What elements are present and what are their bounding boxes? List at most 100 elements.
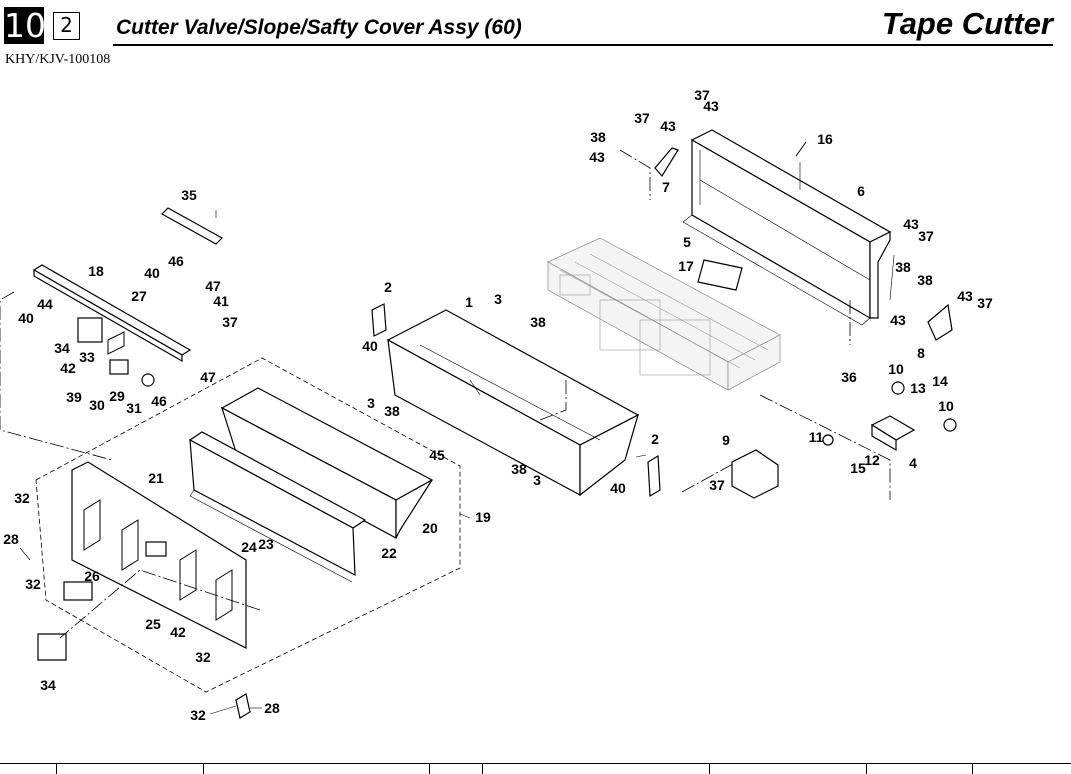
part-label-27: 27	[131, 288, 147, 304]
assembly-19-outline	[35, 357, 461, 693]
part-label-34: 34	[40, 677, 56, 693]
part-label-37: 37	[918, 228, 934, 244]
part-label-3: 3	[367, 395, 375, 411]
cover-21-drawing	[37, 461, 247, 661]
part-label-16: 16	[817, 131, 833, 147]
part-label-44: 44	[37, 296, 53, 312]
part-label-19: 19	[475, 509, 491, 525]
part-label-38: 38	[895, 259, 911, 275]
part-label-31: 31	[126, 400, 142, 416]
part-label-6: 6	[857, 183, 865, 199]
bracket-8-drawing	[927, 303, 953, 341]
part-label-29: 29	[109, 388, 125, 404]
part-label-43: 43	[890, 312, 906, 328]
part-label-43: 43	[957, 288, 973, 304]
part-label-25: 25	[145, 616, 161, 632]
part-label-46: 46	[168, 253, 184, 269]
part-label-45: 45	[429, 447, 445, 463]
box-9-drawing	[731, 449, 779, 499]
trough-1-drawing	[371, 303, 661, 498]
part-label-47: 47	[205, 278, 221, 294]
part-label-32: 32	[14, 490, 30, 506]
part-label-11: 11	[809, 429, 824, 445]
safety-cover-drawing	[682, 129, 892, 326]
part-label-43: 43	[703, 98, 719, 114]
valve-4-drawing	[822, 381, 957, 452]
part-label-30: 30	[89, 397, 105, 413]
part-label-15: 15	[850, 460, 866, 476]
part-label-17: 17	[678, 258, 694, 274]
part-label-47: 47	[200, 369, 216, 385]
part-label-37: 37	[634, 110, 650, 126]
part-label-43: 43	[903, 216, 919, 232]
part-label-37: 37	[694, 87, 710, 103]
plate-35-drawing	[161, 207, 223, 245]
part-label-40: 40	[362, 338, 378, 354]
part-label-35: 35	[181, 187, 197, 203]
model-code: KHY/KJV-100108	[5, 52, 111, 67]
leader-lines	[19, 254, 895, 715]
part-label-42: 42	[60, 360, 76, 376]
part-label-36: 36	[841, 369, 857, 385]
part-label-40: 40	[144, 265, 160, 281]
center-lines	[0, 149, 891, 639]
part-label-32: 32	[195, 649, 211, 665]
part-label-2: 2	[384, 279, 392, 295]
part-label-37: 37	[977, 295, 993, 311]
slope-drawing	[188, 387, 434, 583]
plate-18-drawing	[32, 264, 192, 387]
part-label-41: 41	[213, 293, 229, 309]
part-label-5: 5	[683, 234, 691, 250]
part-label-22: 22	[381, 545, 397, 561]
bracket-28-drawing	[235, 693, 251, 719]
part-label-26: 26	[84, 568, 100, 584]
part-label-7: 7	[662, 179, 670, 195]
part-label-39: 39	[66, 389, 82, 405]
part-label-38: 38	[590, 129, 606, 145]
part-label-32: 32	[190, 707, 206, 723]
part-label-42: 42	[170, 624, 186, 640]
part-label-14: 14	[932, 373, 948, 389]
part-label-10: 10	[888, 361, 904, 377]
part-label-32: 32	[25, 576, 41, 592]
frame-unit-drawing	[547, 237, 781, 391]
part-label-46: 46	[151, 393, 167, 409]
part-label-4: 4	[909, 455, 917, 471]
part-label-3: 3	[494, 291, 502, 307]
section-title: Tape Cutter	[881, 6, 1053, 41]
part-label-1: 1	[465, 294, 473, 310]
part-label-38: 38	[511, 461, 527, 477]
bracket-7-drawing	[654, 147, 679, 178]
part-label-37: 37	[222, 314, 238, 330]
part-label-2: 2	[651, 431, 659, 447]
part-label-24: 24	[241, 539, 257, 555]
chapter-number: 10	[4, 6, 46, 45]
part-label-40: 40	[18, 310, 34, 326]
part-label-43: 43	[660, 118, 676, 134]
part-label-28: 28	[3, 531, 19, 547]
part-label-33: 33	[79, 349, 95, 365]
part-label-21: 21	[148, 470, 164, 486]
page-number: 2	[53, 12, 80, 40]
part-label-38: 38	[917, 272, 933, 288]
header-rule	[113, 44, 1053, 46]
part-label-23: 23	[258, 536, 274, 552]
part-label-8: 8	[917, 345, 925, 361]
part-label-20: 20	[422, 520, 438, 536]
part-label-37: 37	[709, 477, 725, 493]
part-label-34: 34	[54, 340, 70, 356]
part-label-13: 13	[910, 380, 926, 396]
part-label-12: 12	[864, 452, 880, 468]
part-label-38: 38	[530, 314, 546, 330]
part-label-9: 9	[722, 432, 730, 448]
part-label-3: 3	[533, 472, 541, 488]
part-label-10: 10	[938, 398, 954, 414]
part-label-43: 43	[589, 149, 605, 165]
part-label-28: 28	[264, 700, 280, 716]
parts-table-header	[0, 763, 1071, 774]
part-label-40: 40	[610, 480, 626, 496]
part-label-38: 38	[384, 403, 400, 419]
page-title: Cutter Valve/Slope/Safty Cover Assy (60)	[116, 16, 522, 39]
